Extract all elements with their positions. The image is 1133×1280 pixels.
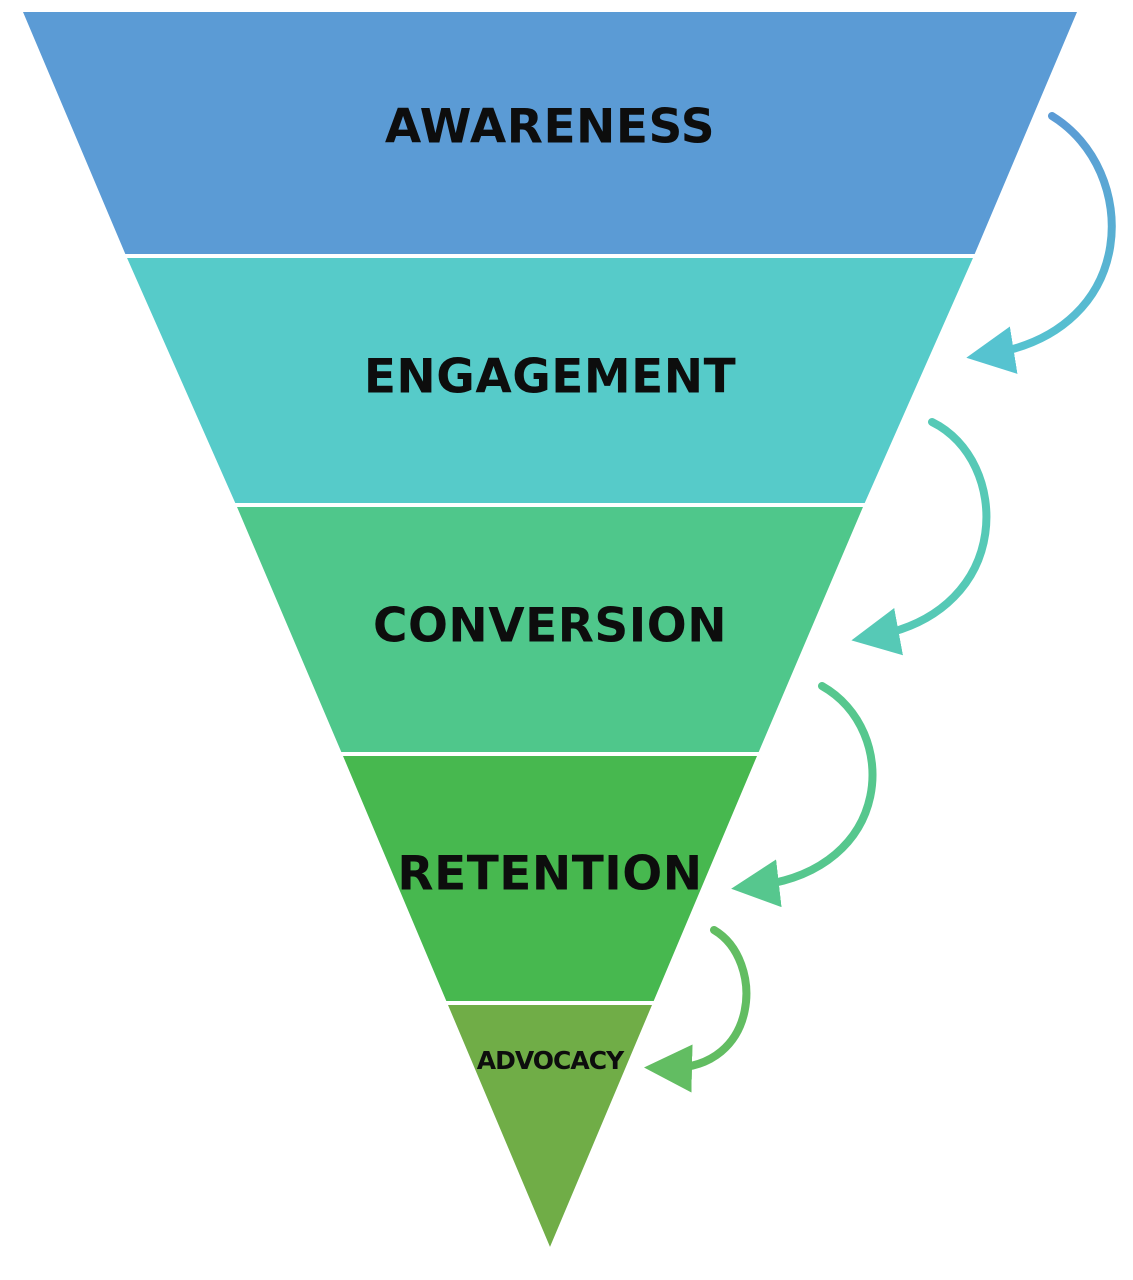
- stage-advocacy-label: ADVOCACY: [477, 1046, 625, 1075]
- stage-engagement: ENGAGEMENT: [120, 254, 980, 507]
- stage-advocacy: ADVOCACY: [441, 1001, 659, 1258]
- stage-conversion: CONVERSION: [230, 503, 870, 756]
- flow-arrow-awareness-to-engagement: [966, 112, 1116, 374]
- stage-retention-label: RETENTION: [397, 847, 702, 902]
- flow-arrow-engagement-to-conversion: [851, 418, 991, 656]
- stage-awareness: AWARENESS: [16, 8, 1084, 258]
- stage-retention: RETENTION: [336, 752, 764, 1005]
- stage-engagement-label: ENGAGEMENT: [364, 350, 736, 405]
- flow-arrows: [644, 112, 1116, 1093]
- funnel-stages: AWARENESS ENGAGEMENT CONVERSION RETENTIO…: [16, 8, 1084, 1258]
- stage-awareness-label: AWARENESS: [385, 100, 715, 155]
- stage-advocacy-shape: [441, 1001, 659, 1258]
- stage-conversion-label: CONVERSION: [373, 599, 727, 654]
- flow-arrow-retention-to-advocacy: [644, 926, 751, 1093]
- flow-arrow-conversion-to-retention: [731, 682, 877, 908]
